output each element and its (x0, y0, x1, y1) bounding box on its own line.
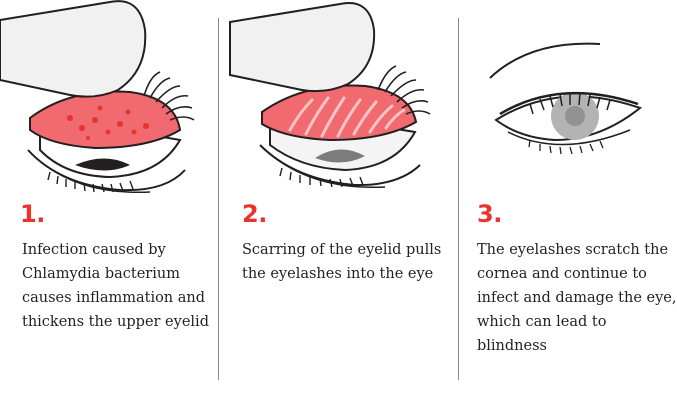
step-description: The eyelashes scratch the cornea and con… (477, 238, 677, 358)
step-2-panel: 2. Scarring of the eyelid pulls the eyel… (220, 0, 458, 394)
step-description: Infection caused by Chlamydia bacterium … (22, 238, 212, 334)
step-number: 2. (242, 200, 267, 228)
step-1-panel: 1. Infection caused by Chlamydia bacteri… (0, 0, 217, 394)
scarred-eyelid-illustration (220, 0, 458, 200)
damaged-eye-illustration (460, 0, 677, 200)
step-number: 1. (20, 200, 45, 228)
panel-divider (458, 18, 459, 380)
step-number: 3. (477, 200, 502, 228)
step-description: Scarring of the eyelid pulls the eyelash… (242, 238, 452, 286)
panel-divider (218, 18, 219, 380)
step-3-panel: 3. The eyelashes scratch the cornea and … (460, 0, 677, 394)
inflamed-eyelid-illustration (0, 0, 217, 200)
